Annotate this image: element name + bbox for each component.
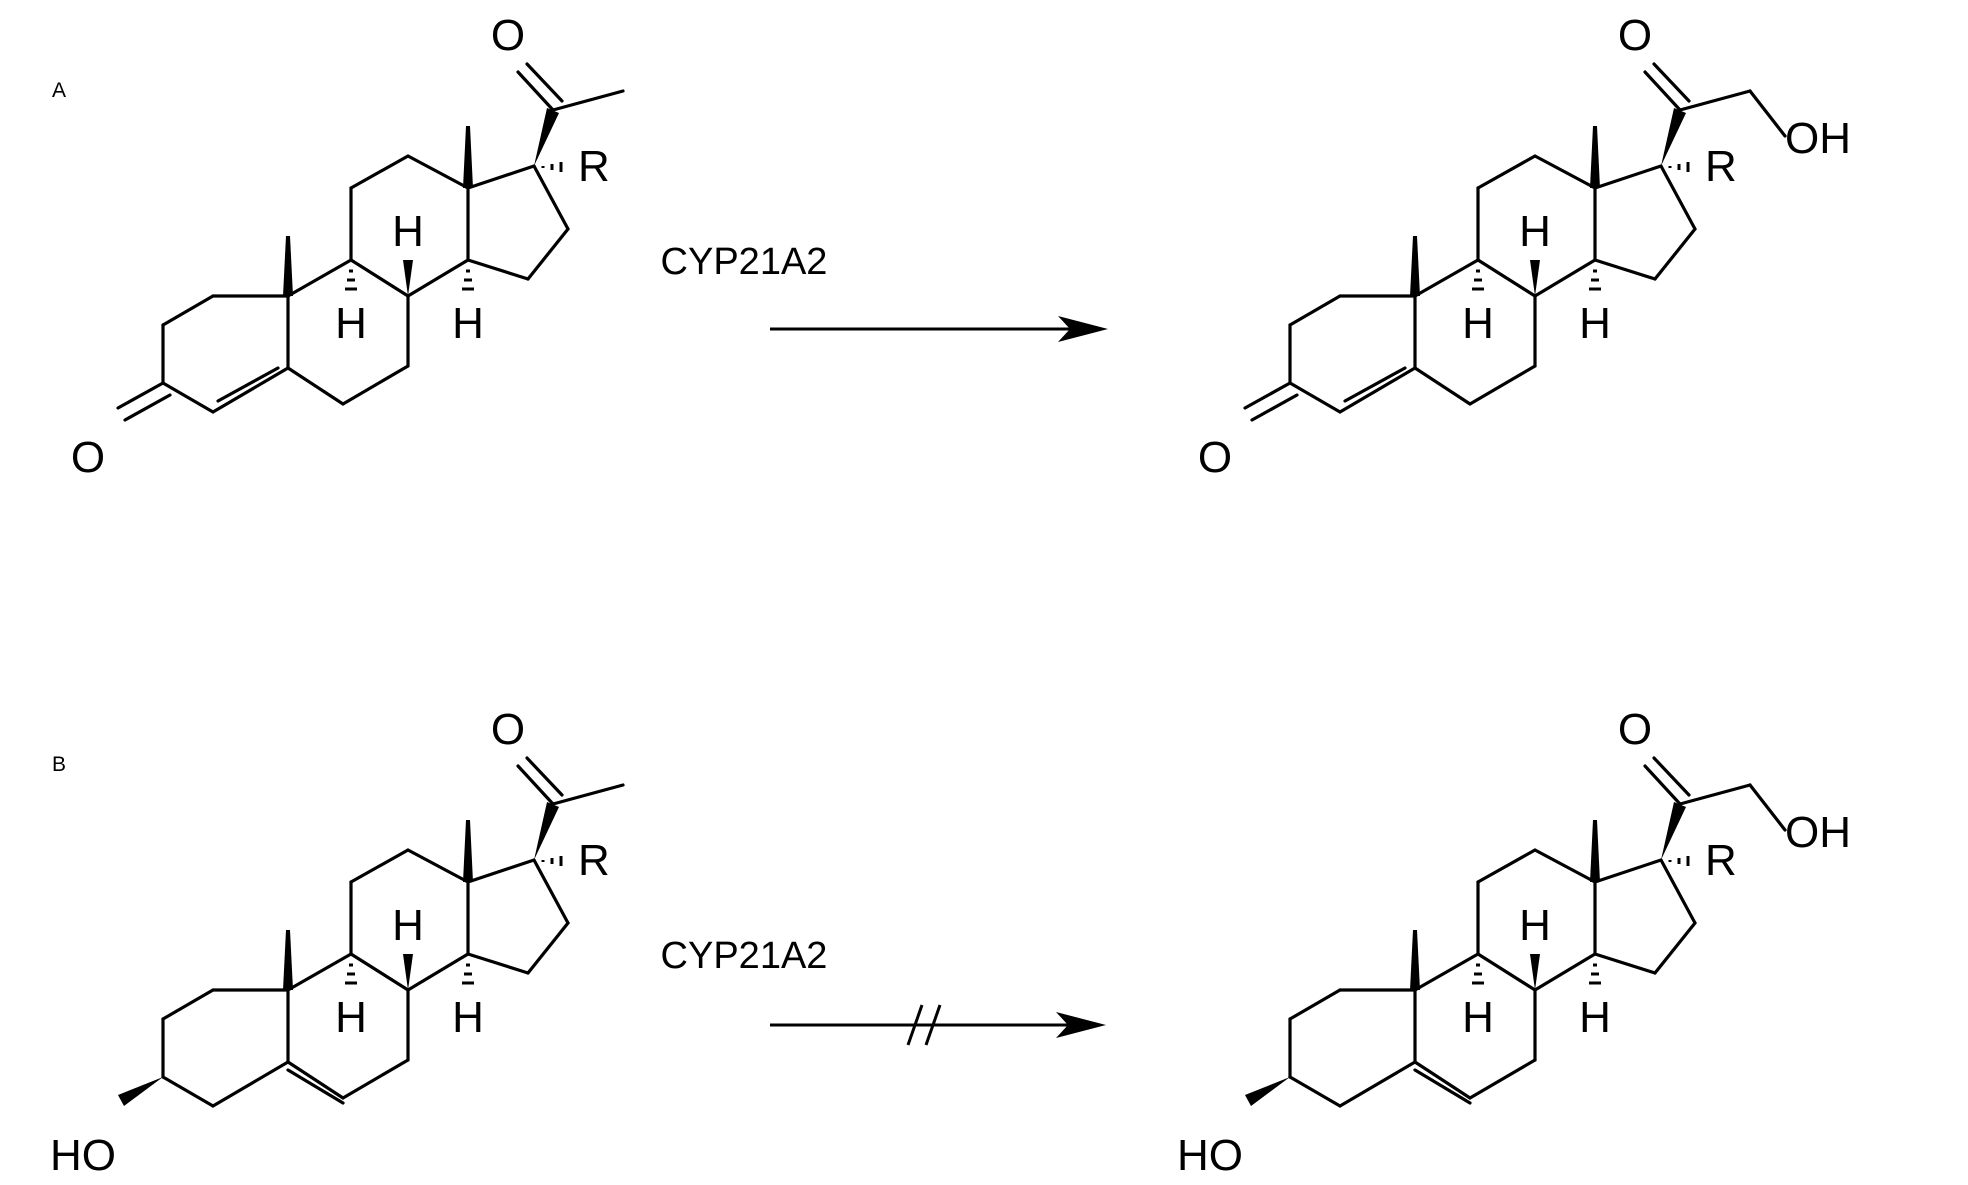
- substrate-b: O HO R H H H: [50, 705, 625, 1180]
- hydrogen-label: H: [392, 901, 424, 950]
- oxygen-label: O: [1618, 11, 1652, 60]
- reaction-arrow-b: CYP21A2: [661, 935, 1106, 1046]
- hydroxyl-label: HO: [50, 1131, 116, 1180]
- oxygen-label: O: [491, 11, 525, 60]
- hydrogen-label: H: [1462, 299, 1494, 348]
- substituent-label: R: [578, 142, 610, 191]
- substrate-a: O O R H H H: [71, 11, 625, 482]
- panel-label-a: A: [52, 79, 66, 102]
- reaction-arrow-a: CYP21A2: [661, 241, 1108, 342]
- hydroxyl-label: OH: [1785, 114, 1851, 163]
- hydroxyl-label: OH: [1785, 808, 1851, 857]
- substituent-label: R: [1705, 836, 1737, 885]
- hydrogen-label: H: [1579, 993, 1611, 1042]
- hydrogen-label: H: [1462, 993, 1494, 1042]
- oxygen-label: O: [491, 705, 525, 754]
- enzyme-label: CYP21A2: [661, 241, 828, 283]
- product-a: O O R OH H H H: [1198, 11, 1851, 482]
- hydroxyl-label: HO: [1177, 1131, 1243, 1180]
- product-b: O HO R OH H H H: [1177, 705, 1851, 1180]
- substituent-label: R: [578, 836, 610, 885]
- hydrogen-label: H: [335, 299, 367, 348]
- oxygen-label: O: [1198, 433, 1232, 482]
- hydrogen-label: H: [1579, 299, 1611, 348]
- hydrogen-label: H: [1519, 207, 1551, 256]
- oxygen-label: O: [71, 433, 105, 482]
- hydrogen-label: H: [452, 993, 484, 1042]
- panel-label-b: B: [52, 753, 66, 776]
- hydrogen-label: H: [1519, 901, 1551, 950]
- enzyme-label: CYP21A2: [661, 935, 828, 977]
- hydrogen-label: H: [392, 207, 424, 256]
- oxygen-label: O: [1618, 705, 1652, 754]
- blocked-mark: [906, 1004, 942, 1046]
- hydrogen-label: H: [452, 299, 484, 348]
- substituent-label: R: [1705, 142, 1737, 191]
- hydrogen-label: H: [335, 993, 367, 1042]
